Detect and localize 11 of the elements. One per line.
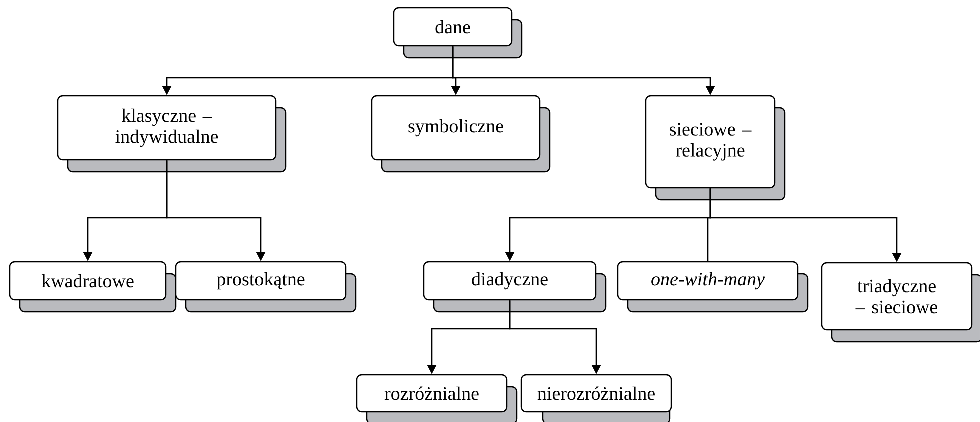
box: triadyczne – sieciowe bbox=[821, 262, 980, 343]
box: dane bbox=[393, 7, 523, 59]
box: symboliczne bbox=[371, 95, 551, 173]
box: diadyczne bbox=[423, 261, 607, 313]
box: klasyczne – indywidualne bbox=[57, 95, 287, 173]
box: rozróżnialne bbox=[356, 374, 518, 422]
box: prostokątne bbox=[175, 261, 357, 313]
box: kwadratowe bbox=[9, 261, 177, 313]
box: one-with-many bbox=[617, 261, 809, 313]
box: sieciowe – relacyjne bbox=[645, 95, 786, 201]
box: nierozróżnialne bbox=[520, 374, 672, 422]
